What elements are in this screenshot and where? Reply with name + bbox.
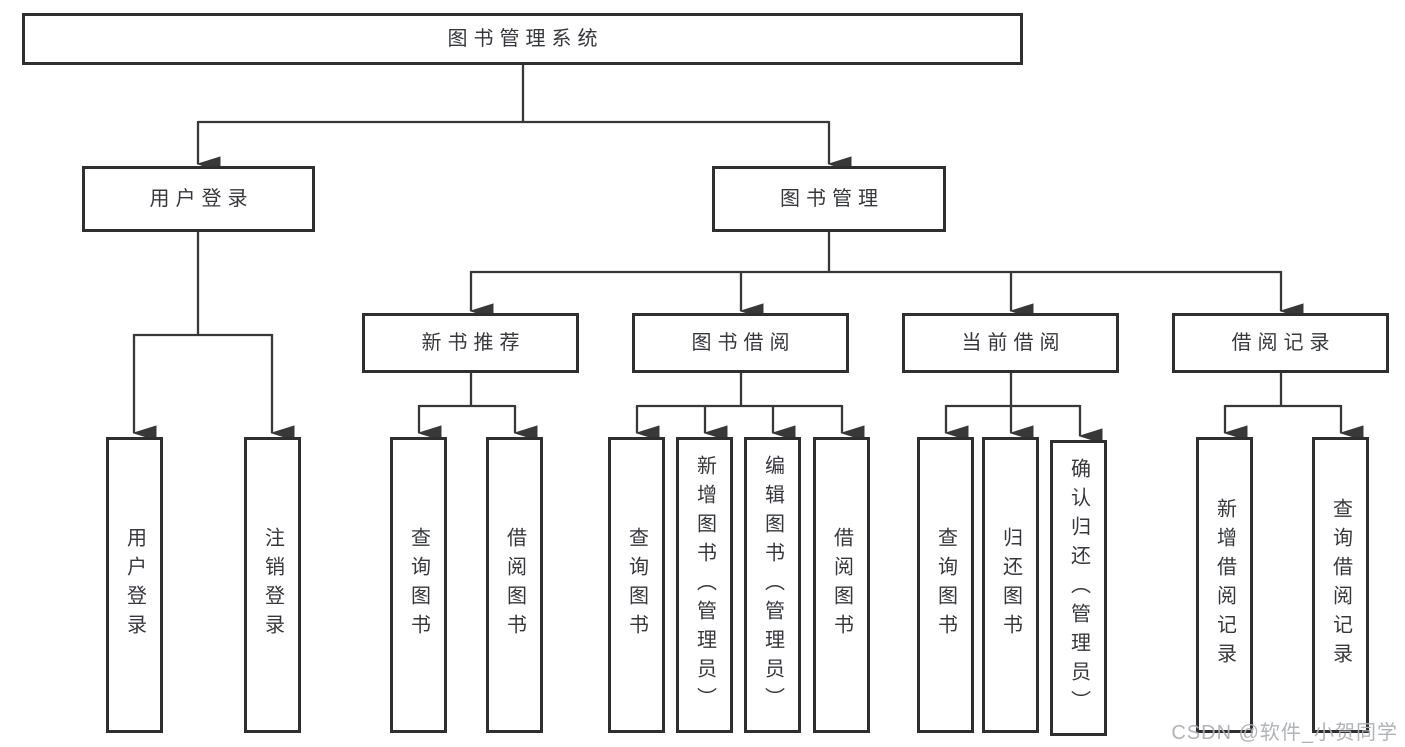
leaf-logout-login-label: 注销登录 <box>261 527 284 643</box>
leaf-query-books-borrowing: 查询图书 <box>608 437 665 733</box>
leaf-logout-login: 注销登录 <box>244 437 301 733</box>
node-borrowing-records: 借阅记录 <box>1172 313 1389 373</box>
leaf-add-borrow-record: 新增借阅记录 <box>1196 437 1253 733</box>
leaf-user-login: 用户登录 <box>106 437 163 733</box>
leaf-query-books-current: 查询图书 <box>917 437 974 733</box>
node-new-book-recommendation: 新书推荐 <box>362 313 579 373</box>
leaf-query-books-current-label: 查询图书 <box>934 527 957 643</box>
leaf-borrow-books-recommend-label: 借阅图书 <box>503 527 526 643</box>
leaf-query-books-recommend-label: 查询图书 <box>407 527 430 643</box>
node-book-management: 图书管理 <box>712 166 946 232</box>
leaf-borrow-books-recommend: 借阅图书 <box>486 437 543 733</box>
leaf-edit-books-admin-label: 编辑图书（管理员） <box>761 454 784 716</box>
leaf-confirm-return-admin-label: 确认归还（管理员） <box>1067 457 1090 719</box>
leaf-add-books-admin-label: 新增图书（管理员） <box>693 454 716 716</box>
leaf-edit-books-admin: 编辑图书（管理员） <box>744 437 801 733</box>
node-current-borrowing: 当前借阅 <box>902 313 1119 373</box>
leaf-query-borrow-record: 查询借阅记录 <box>1312 437 1369 733</box>
node-book-borrowing: 图书借阅 <box>632 313 849 373</box>
csdn-watermark: CSDN @软件_小贺同学 <box>1171 722 1398 744</box>
leaf-query-borrow-record-label: 查询借阅记录 <box>1329 498 1352 672</box>
leaf-query-books-recommend: 查询图书 <box>390 437 447 733</box>
leaf-user-login-label: 用户登录 <box>123 527 146 643</box>
leaf-add-borrow-record-label: 新增借阅记录 <box>1213 498 1236 672</box>
node-user-login: 用户登录 <box>82 166 315 232</box>
leaf-add-books-admin: 新增图书（管理员） <box>676 437 733 733</box>
leaf-return-books: 归还图书 <box>982 437 1039 733</box>
leaf-borrow-books-borrowing: 借阅图书 <box>813 437 870 733</box>
leaf-confirm-return-admin: 确认归还（管理员） <box>1050 440 1107 736</box>
node-library-management-system: 图书管理系统 <box>22 13 1023 65</box>
leaf-query-books-borrowing-label: 查询图书 <box>625 527 648 643</box>
leaf-borrow-books-borrowing-label: 借阅图书 <box>830 527 853 643</box>
leaf-return-books-label: 归还图书 <box>999 527 1022 643</box>
